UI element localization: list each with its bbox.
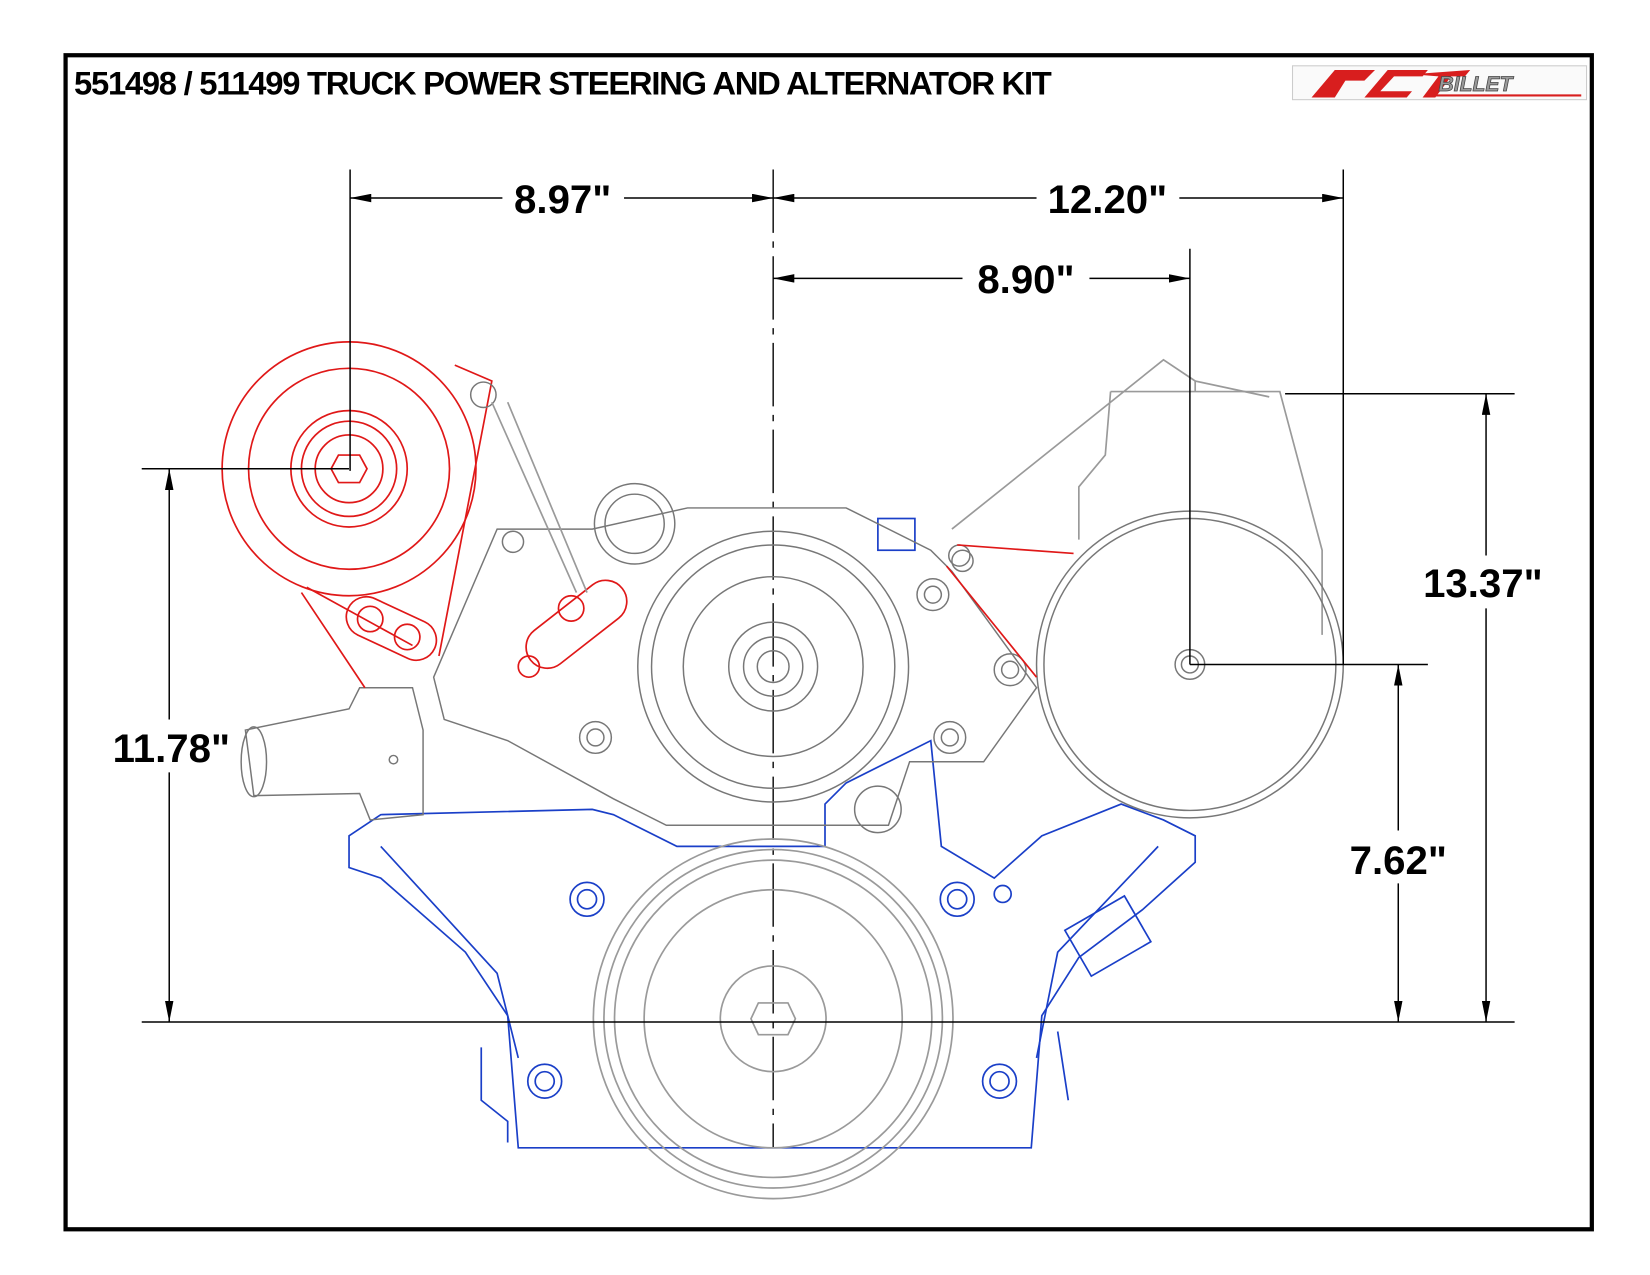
svg-text:BILLET: BILLET (1438, 73, 1514, 96)
dim-ps-height-outer: 13.37" (1423, 561, 1543, 606)
dim-center-to-ps-outer: 12.20" (1048, 177, 1168, 222)
power-steering-pump (945, 358, 1345, 819)
drawing-title: 551498 / 511499 TRUCK POWER STEERING AND… (74, 64, 1052, 101)
dim-alt-to-center: 8.97" (514, 177, 611, 222)
water-pump-assembly (240, 482, 1038, 834)
sheet-border (63, 53, 1594, 1232)
engine-block (348, 517, 1197, 1149)
dimension-lines (141, 169, 1515, 1023)
alternator (221, 341, 628, 689)
crank-pulley (592, 838, 954, 1200)
dim-ps-pulley-height: 7.62" (1350, 838, 1447, 883)
dim-alt-height: 11.78" (113, 726, 230, 771)
ict-billet-logo: BILLET (1291, 65, 1588, 101)
dim-center-to-ps-pulley: 8.90" (977, 257, 1074, 302)
